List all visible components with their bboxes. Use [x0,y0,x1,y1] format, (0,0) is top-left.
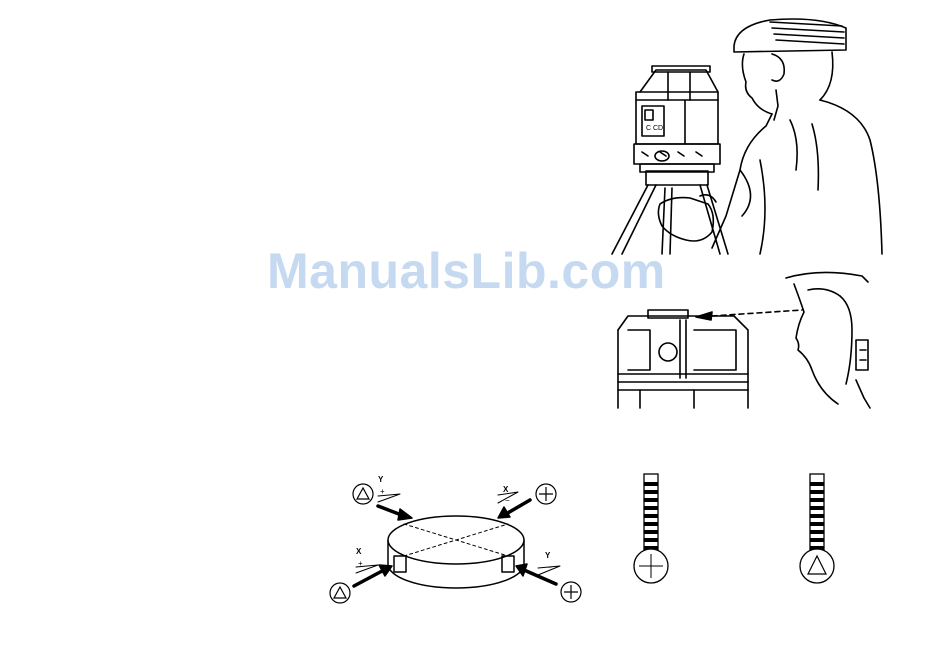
sign-label: − [547,563,552,572]
axis-label: Y [545,551,551,560]
triangle-button-icon [330,583,350,603]
surveyor-with-laser-illustration: C CD [612,19,882,254]
sign-label: + [380,487,385,496]
axis-label: Y [378,475,384,484]
triangle-button-icon [353,484,373,504]
level-indicator-triangle [800,474,834,583]
watermark: ManualsLib.com [267,242,666,300]
svg-text:C CD: C CD [646,125,663,132]
surveyor-person [712,19,882,254]
sign-label: − [505,496,510,505]
level-indicator-plus [634,474,668,583]
plus-button-icon [536,484,556,504]
plus-button-icon [561,582,581,602]
axis-label: X [503,485,509,494]
leveling-disc-diagram [354,492,560,588]
rotating-laser-unit: C CD [634,66,720,172]
axis-label: X [356,547,362,556]
sign-label: + [358,559,363,568]
